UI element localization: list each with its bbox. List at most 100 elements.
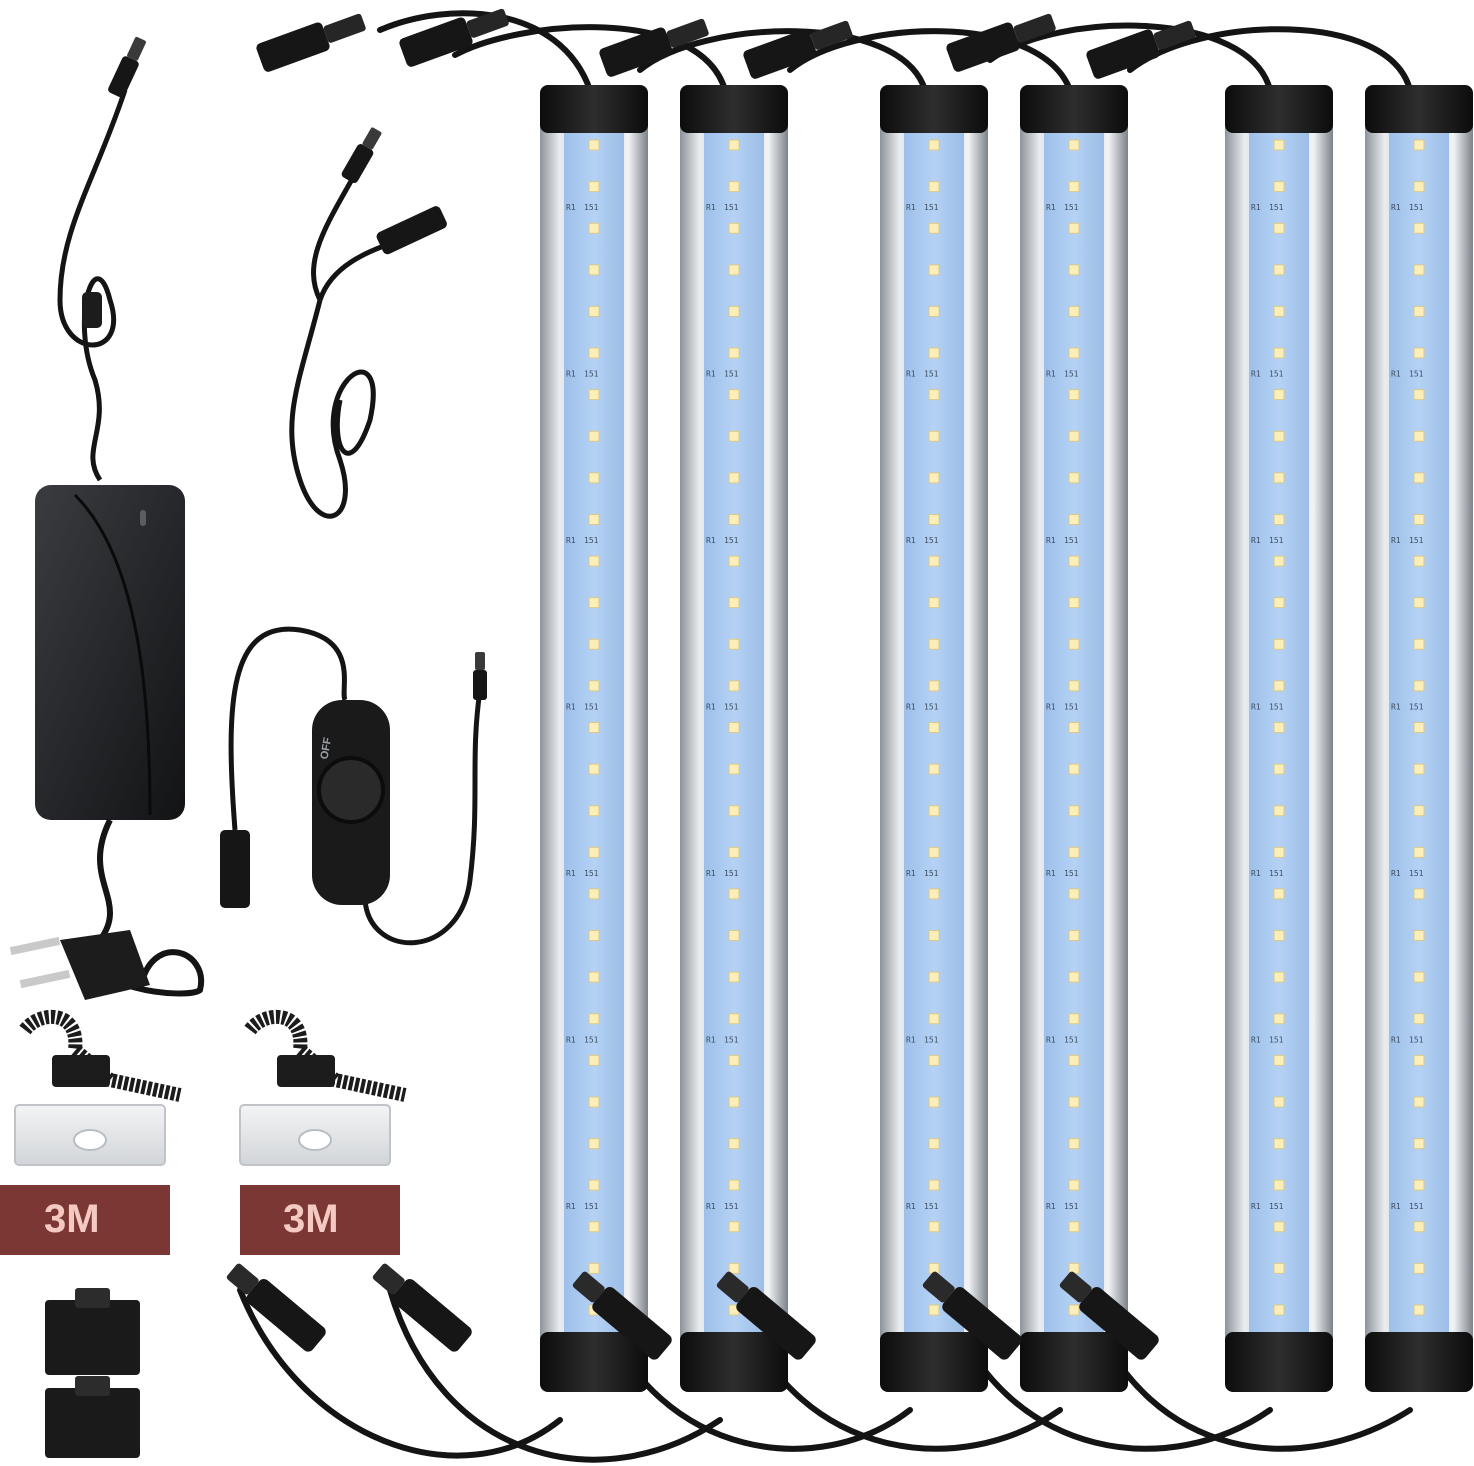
led-chip bbox=[588, 722, 600, 733]
led-chip bbox=[1413, 846, 1425, 858]
led-chip bbox=[1273, 680, 1285, 692]
led-chip bbox=[728, 347, 740, 359]
led-chip bbox=[928, 1013, 940, 1025]
resistor-label: R1 bbox=[906, 1035, 916, 1044]
bar-end-cap-top bbox=[540, 85, 648, 133]
led-chip bbox=[728, 264, 740, 276]
resistor-code: 151 bbox=[584, 203, 599, 212]
cable-tie bbox=[19, 1010, 182, 1102]
led-chip bbox=[928, 1304, 940, 1316]
led-chip bbox=[1068, 1096, 1080, 1108]
led-chip bbox=[588, 264, 600, 276]
led-chip bbox=[728, 389, 740, 401]
resistor-code: 151 bbox=[584, 703, 599, 712]
male-connector bbox=[372, 1263, 472, 1352]
resistor-label: R1 bbox=[706, 203, 716, 212]
led-chip bbox=[928, 139, 940, 151]
led-chip bbox=[928, 805, 940, 817]
resistor-code: 151 bbox=[1409, 536, 1424, 545]
led-chip bbox=[1068, 1304, 1080, 1316]
led-chip bbox=[588, 597, 600, 609]
resistor-label: R1 bbox=[1046, 869, 1056, 878]
adhesive-tapes: 3M 3M bbox=[0, 1185, 400, 1255]
led-chip bbox=[728, 597, 740, 609]
led-chip bbox=[928, 264, 940, 276]
resistor-code: 151 bbox=[1064, 536, 1079, 545]
resistor-label: R1 bbox=[1251, 869, 1261, 878]
led-chip bbox=[1273, 638, 1285, 650]
resistor-label: R1 bbox=[1391, 370, 1401, 379]
led-chip bbox=[928, 846, 940, 858]
led-chip bbox=[1273, 389, 1285, 401]
led-chip bbox=[1068, 930, 1080, 942]
led-chip bbox=[1413, 222, 1425, 234]
led-chip bbox=[1273, 222, 1285, 234]
resistor-code: 151 bbox=[724, 1202, 739, 1211]
led-chip bbox=[1068, 971, 1080, 983]
led-chip bbox=[588, 763, 600, 775]
resistor-label: R1 bbox=[566, 1202, 576, 1211]
resistor-label: R1 bbox=[1251, 536, 1261, 545]
resistor-code: 151 bbox=[724, 1035, 739, 1044]
led-chip bbox=[728, 1179, 740, 1191]
resistor-code: 151 bbox=[584, 370, 599, 379]
adapter-led-indicator bbox=[140, 510, 146, 526]
led-chip bbox=[588, 1221, 600, 1233]
tape-brand-label: 3M bbox=[44, 1197, 100, 1241]
resistor-label: R1 bbox=[1391, 869, 1401, 878]
resistor-code: 151 bbox=[924, 536, 939, 545]
led-chip bbox=[928, 181, 940, 193]
led-chip bbox=[1413, 638, 1425, 650]
led-chip bbox=[1068, 555, 1080, 567]
led-chip bbox=[1413, 680, 1425, 692]
resistor-code: 151 bbox=[924, 703, 939, 712]
resistor-code: 151 bbox=[584, 536, 599, 545]
led-chip bbox=[728, 555, 740, 567]
resistor-label: R1 bbox=[1391, 703, 1401, 712]
resistor-code: 151 bbox=[924, 1202, 939, 1211]
resistor-label: R1 bbox=[1046, 703, 1056, 712]
resistor-code: 151 bbox=[1269, 370, 1284, 379]
led-chip bbox=[1068, 763, 1080, 775]
led-chip bbox=[728, 638, 740, 650]
led-chip bbox=[928, 638, 940, 650]
led-chip bbox=[728, 1096, 740, 1108]
cable-tie bbox=[244, 1010, 407, 1102]
resistor-label: R1 bbox=[566, 370, 576, 379]
led-chip bbox=[588, 222, 600, 234]
adapter-ferrite bbox=[82, 292, 102, 328]
led-chip bbox=[728, 930, 740, 942]
led-chip bbox=[588, 389, 600, 401]
led-chip bbox=[1273, 722, 1285, 733]
led-chip bbox=[588, 347, 600, 359]
resistor-code: 151 bbox=[724, 703, 739, 712]
resistor-label: R1 bbox=[1251, 370, 1261, 379]
led-chip bbox=[928, 1179, 940, 1191]
resistor-label: R1 bbox=[706, 869, 716, 878]
resistor-label: R1 bbox=[706, 1202, 716, 1211]
splitter-female-plug bbox=[376, 206, 447, 255]
led-chip bbox=[588, 930, 600, 942]
led-chip bbox=[728, 888, 740, 900]
led-chip bbox=[728, 222, 740, 234]
splitter-male-plug bbox=[341, 127, 382, 184]
led-chip bbox=[928, 763, 940, 775]
led-chip bbox=[588, 971, 600, 983]
resistor-code: 151 bbox=[1064, 703, 1079, 712]
led-chip bbox=[1413, 763, 1425, 775]
adapter-dc-plug bbox=[108, 36, 146, 98]
mounting-clip bbox=[14, 1104, 166, 1166]
resistor-label: R1 bbox=[706, 370, 716, 379]
led-chip bbox=[1413, 1221, 1425, 1233]
led-chip bbox=[588, 1054, 600, 1066]
led-chip bbox=[1413, 888, 1425, 900]
led-chip bbox=[1413, 1013, 1425, 1025]
resistor-code: 151 bbox=[724, 869, 739, 878]
led-chip bbox=[1273, 1138, 1285, 1150]
led-chip bbox=[928, 1138, 940, 1150]
led-chip bbox=[588, 1262, 600, 1274]
